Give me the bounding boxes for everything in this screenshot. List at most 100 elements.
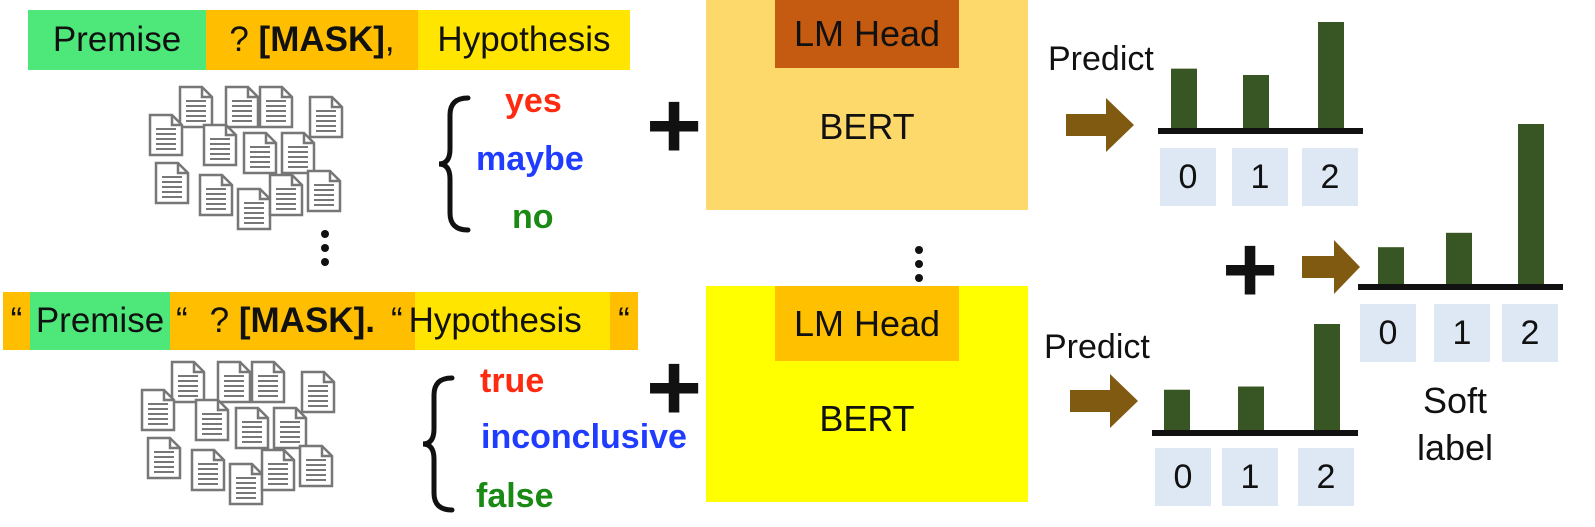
row2-quote-open-2: “ [391, 301, 403, 340]
document-icon [140, 388, 176, 432]
row2-hypothesis-text: Hypothesis [408, 301, 582, 340]
bar-1 [1243, 75, 1269, 128]
soft-label-caption: Soft label [1400, 378, 1510, 472]
row2-verbalizer-inconclusive: inconclusive [481, 418, 687, 456]
document-icon [146, 436, 182, 480]
row2-predict-label: Predict [1044, 328, 1150, 366]
row2-mask-prefix: ? [209, 301, 239, 340]
row1-vertical-ellipsis [320, 230, 330, 272]
chart2-tick-2: 2 [1298, 448, 1354, 506]
chart1-tick-2: 2 [1302, 148, 1358, 206]
bar-1 [1446, 232, 1472, 284]
document-icon [280, 131, 316, 175]
model2-lm-head: LM Head [775, 286, 959, 361]
document-icon [234, 406, 270, 450]
row1-document-stack-icon [148, 85, 348, 231]
document-icon [300, 370, 336, 414]
soft-label-line1: Soft [1422, 380, 1488, 421]
document-icon [216, 360, 252, 404]
document-icon [190, 448, 226, 492]
row1-predict-arrow-icon [1066, 98, 1134, 152]
document-icon [228, 462, 264, 506]
document-icon [198, 173, 234, 217]
row1-mask-token: [MASK] [258, 20, 385, 59]
row2-mask-token: [MASK]. [238, 301, 375, 340]
document-icon [224, 85, 260, 129]
row1-left-brace [438, 95, 471, 233]
document-icon [298, 444, 334, 488]
ensemble-plus-sign: + [1222, 216, 1279, 323]
soft-label-line2: label [1416, 426, 1494, 468]
model-vertical-ellipsis [914, 246, 924, 288]
document-icon [236, 187, 272, 231]
row1-mask-segment: ? [MASK] , [206, 10, 418, 70]
model1-lm-head-label: LM Head [793, 13, 941, 54]
chart2-tick-0: 0 [1155, 448, 1211, 506]
row2-hypothesis-segment: “ Hypothesis [391, 292, 610, 350]
row2-mask-segment: “ ? [MASK]. [170, 292, 415, 350]
row2-premise-text: Premise [35, 301, 165, 340]
row1-verbalizer-maybe: maybe [476, 140, 584, 178]
x-axis-line [1152, 430, 1358, 436]
bar-0 [1164, 389, 1190, 430]
predict-chart-2 [1152, 324, 1358, 436]
row2-quote-close-2: “ [618, 301, 630, 340]
ensemble-arrow-icon [1302, 240, 1360, 294]
chart2-tick-1: 1 [1222, 448, 1278, 506]
row1-premise-segment: Premise [28, 10, 206, 70]
soft-label-chart [1358, 124, 1563, 290]
document-icon [154, 161, 190, 205]
document-icon [258, 85, 294, 129]
document-icon [260, 448, 296, 492]
chart1-tick-0: 0 [1160, 148, 1216, 206]
row2-verbalizer-false: false [476, 477, 554, 515]
predict-chart-1 [1158, 22, 1363, 134]
document-icon [148, 113, 184, 157]
model1-bert-label: BERT [819, 106, 915, 147]
row1-mask-prefix: ? [229, 20, 259, 59]
x-axis-line [1158, 128, 1363, 134]
bar-1 [1238, 386, 1264, 430]
model2-lm-head-label: LM Head [793, 302, 941, 344]
document-icon [250, 360, 286, 404]
document-icon [178, 85, 214, 129]
chart3-tick-2: 2 [1502, 304, 1558, 362]
document-icon [170, 360, 206, 404]
row2-quote-open: “ [10, 301, 23, 340]
bar-2 [1318, 22, 1344, 128]
row1-verbalizer-yes: yes [505, 82, 562, 120]
row1-premise-text: Premise [52, 20, 182, 59]
row2-quote-close-1: “ [176, 301, 188, 340]
model1-lm-head: LM Head [775, 0, 959, 68]
document-icon [272, 406, 308, 450]
row2-quote-close-segment: “ [610, 292, 638, 350]
bar-0 [1171, 68, 1197, 128]
bar-0 [1378, 247, 1404, 284]
row2-left-brace [422, 375, 455, 513]
row1-predict-label: Predict [1048, 40, 1154, 78]
row1-mask-suffix: , [384, 20, 395, 59]
chart3-tick-0: 0 [1360, 304, 1416, 362]
document-icon [268, 173, 304, 217]
row2-predict-arrow-icon [1070, 374, 1138, 428]
document-icon [306, 169, 342, 213]
chart1-tick-1: 1 [1232, 148, 1288, 206]
row2-document-stack-icon [140, 360, 340, 506]
row1-plus-sign: + [646, 72, 703, 179]
row2-premise-segment: Premise [30, 292, 170, 350]
row1-hypothesis-text: Hypothesis [437, 20, 611, 59]
chart3-tick-1: 1 [1434, 304, 1490, 362]
document-icon [194, 398, 230, 442]
row2-plus-sign: + [646, 334, 703, 441]
document-icon [202, 123, 238, 167]
row1-verbalizer-no: no [512, 198, 554, 236]
bar-2 [1314, 324, 1340, 430]
bar-2 [1518, 124, 1544, 284]
x-axis-line [1358, 284, 1563, 290]
row2-verbalizer-true: true [480, 362, 545, 400]
row1-hypothesis-segment: Hypothesis [418, 10, 630, 70]
model2-bert-label: BERT [819, 398, 915, 439]
document-icon [242, 131, 278, 175]
row2-quote-open-segment: “ [3, 292, 30, 350]
document-icon [308, 95, 344, 139]
